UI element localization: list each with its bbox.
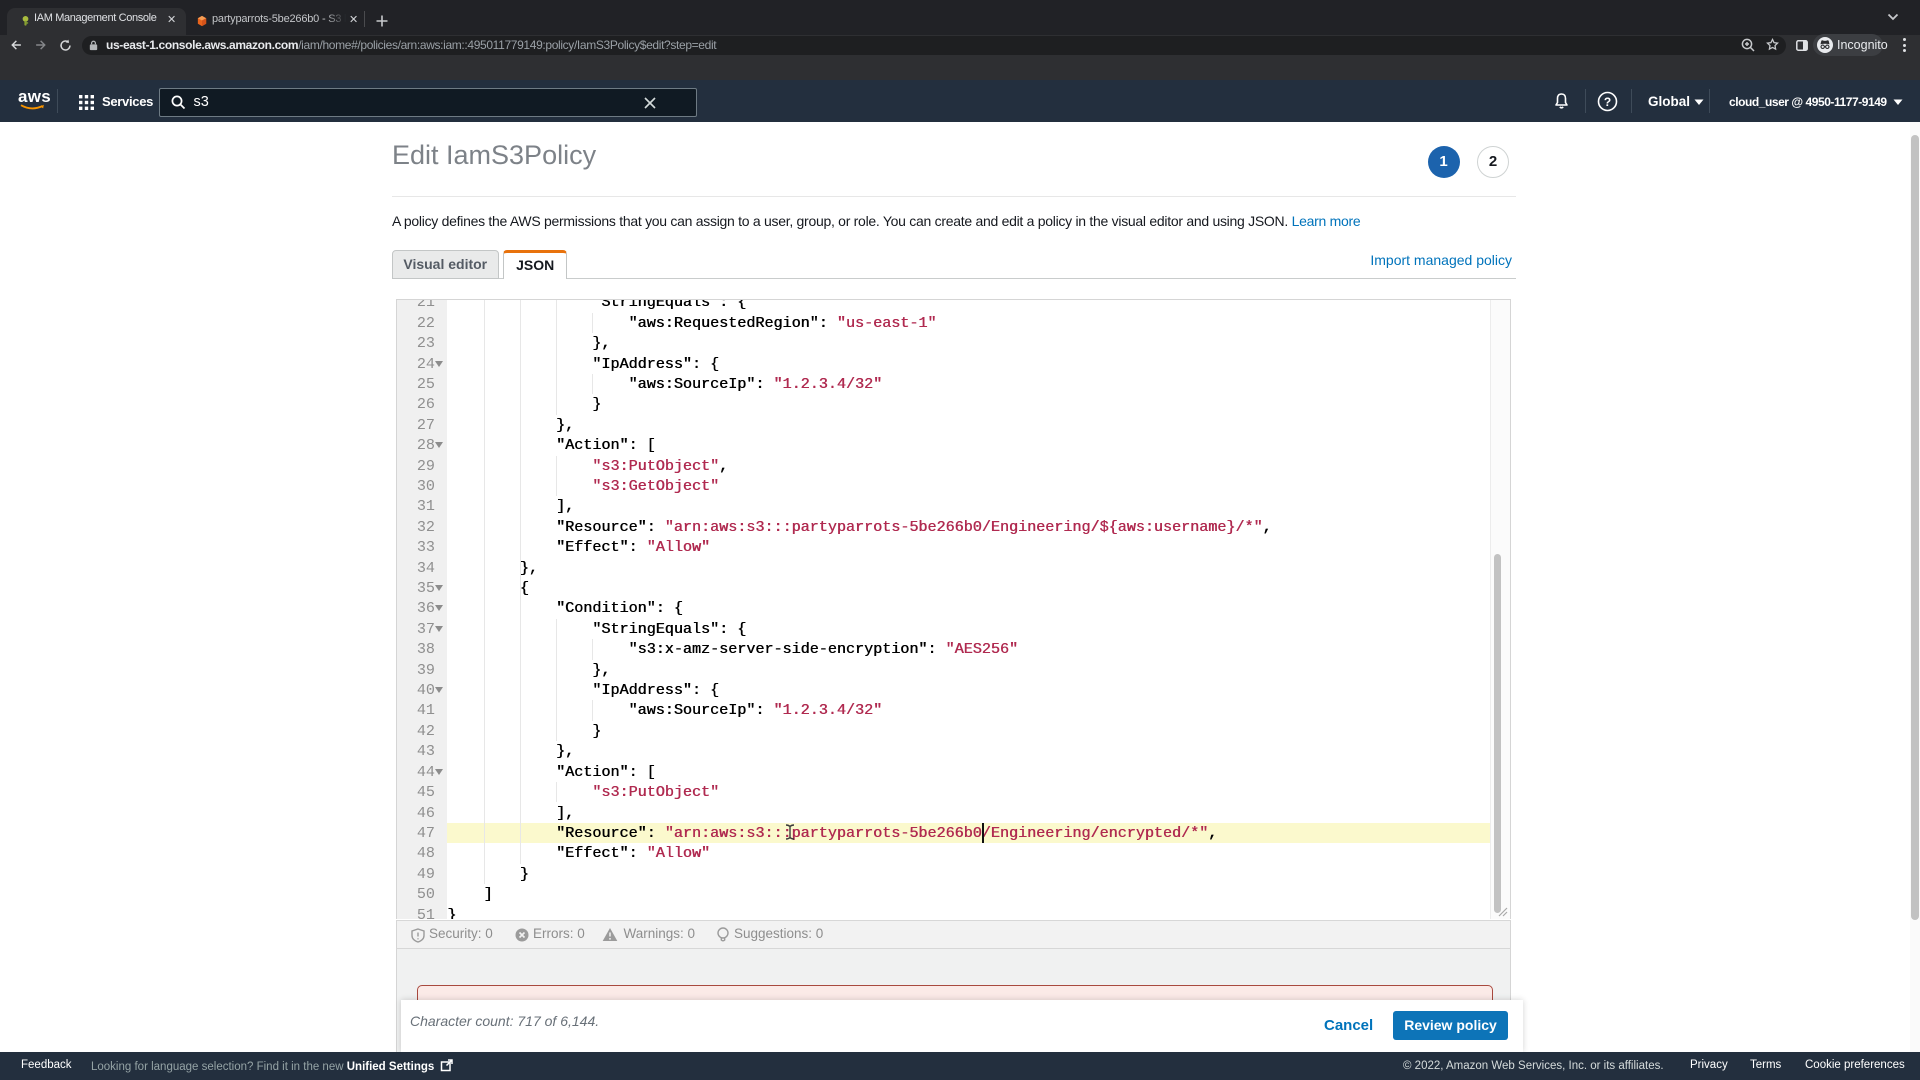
svg-text:?: ?: [1604, 95, 1611, 109]
